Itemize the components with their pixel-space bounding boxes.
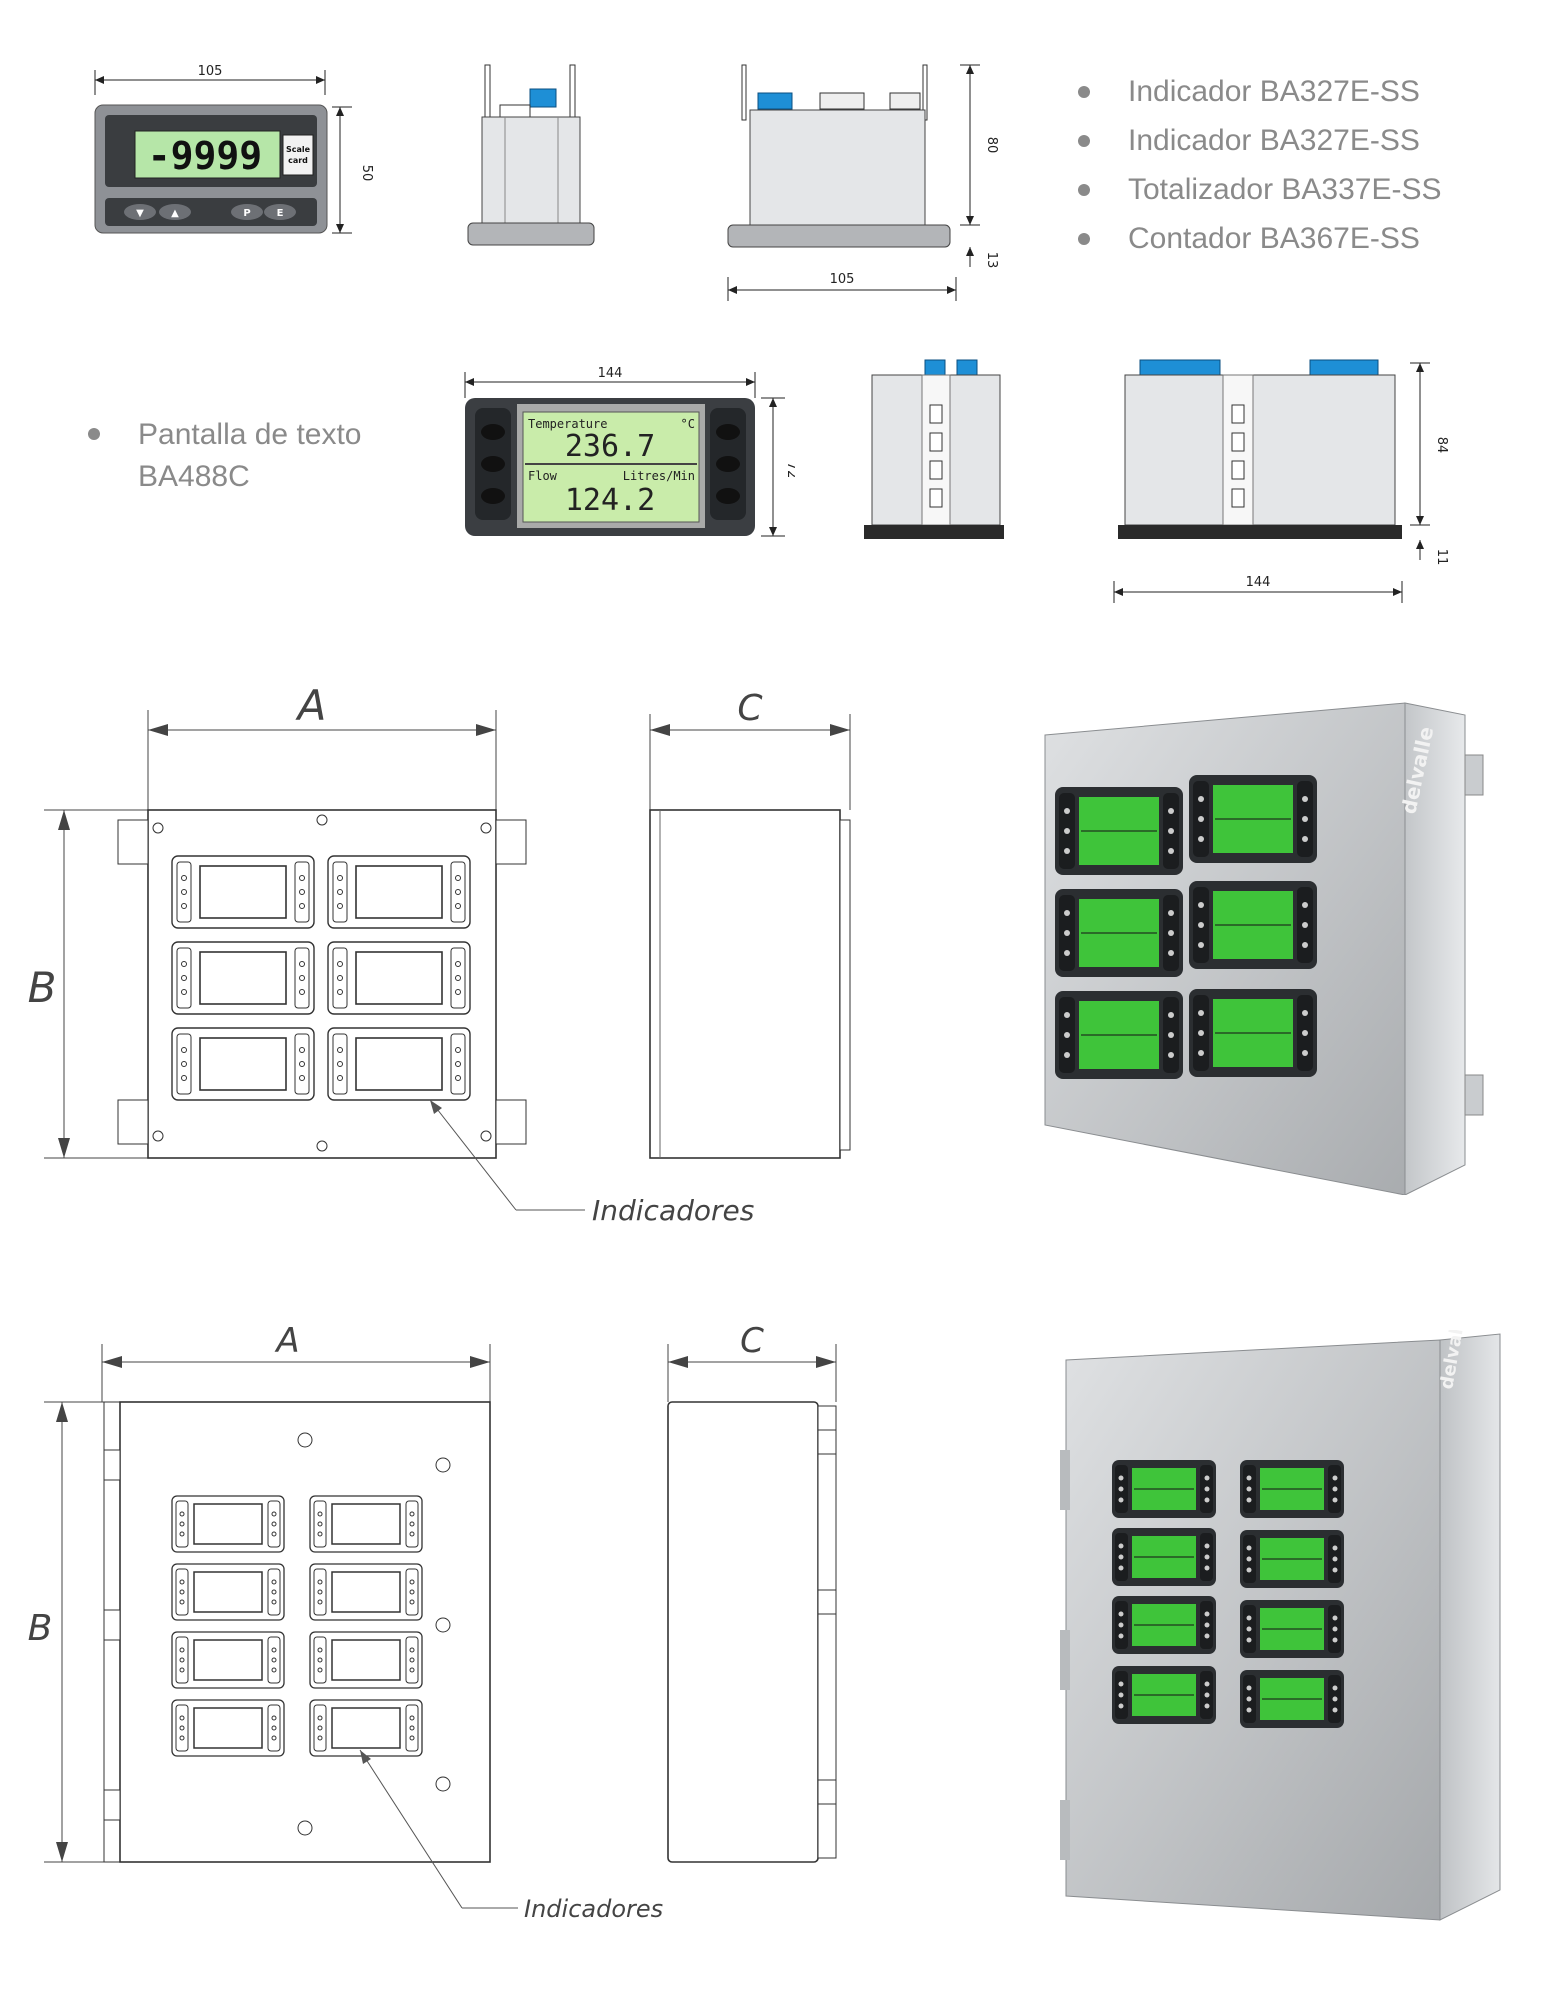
lcd-line1-value: 236.7	[565, 429, 655, 464]
product-label-line1: Pantalla de texto	[138, 418, 362, 451]
ba488c-top-view: 84 11 144	[1113, 359, 1449, 603]
key-down[interactable]	[124, 204, 156, 220]
dim-c: C	[740, 1321, 764, 1361]
key-up-label: ▲	[171, 208, 179, 219]
product-item: Totalizador BA337E-SS	[1072, 170, 1442, 219]
dim-height-80: 80	[984, 137, 999, 154]
lcd-line2-value: 124.2	[565, 483, 655, 518]
enclosure-6-drawings: A B Indicadores C	[28, 681, 851, 1227]
key-e-label: E	[277, 208, 284, 219]
dim-height-84: 84	[1434, 437, 1449, 454]
dim-b: B	[28, 1608, 53, 1649]
dim-a: A	[295, 681, 327, 730]
enclosure-8-render: delvalle	[1060, 1330, 1501, 1921]
dim-c: C	[737, 688, 763, 729]
lcd-line1-label: Temperature	[528, 417, 607, 431]
product-item: Indicador BA327E-SS	[1072, 121, 1442, 170]
lcd-line1-unit: °C	[681, 417, 695, 431]
product-item: Contador BA367E-SS	[1072, 219, 1442, 268]
dim-b: B	[28, 963, 57, 1012]
scale-card-label: card	[288, 156, 308, 165]
dim-bezel-11: 11	[1434, 549, 1449, 566]
product-list-compact: Indicador BA327E-SS Indicador BA327E-SS …	[1072, 72, 1442, 268]
enclosure-6-render: delvalle	[1044, 702, 1484, 1195]
callout-indicadores: Indicadores	[592, 1194, 754, 1227]
dim-height-50: 50	[359, 165, 374, 182]
ba327e-front-view: 105 -9999 Scale card ▼ ▲ P E 50	[94, 64, 374, 234]
enclosure-side	[649, 809, 841, 1159]
scale-card-label: Scale	[286, 145, 311, 154]
enclosure-8-drawings: A B Indicadores C	[28, 1321, 837, 1923]
dim-width-144: 144	[1246, 575, 1271, 590]
product-list-text-display: Pantalla de texto BA488C	[82, 414, 362, 498]
callout-indicadores: Indicadores	[524, 1895, 663, 1923]
ba327e-side-view	[467, 64, 595, 246]
lcd-line2-label: Flow	[528, 469, 558, 483]
dim-width-105: 105	[830, 272, 855, 287]
key-down-label: ▼	[136, 208, 144, 219]
lcd-line2-unit: Litres/Min	[623, 469, 695, 483]
dim-bezel-13: 13	[984, 252, 999, 269]
key-p[interactable]	[231, 204, 263, 220]
ba488c-side-view	[864, 359, 1004, 539]
key-p-label: P	[243, 208, 250, 219]
dim-width-144: 144	[598, 366, 623, 381]
lcd-value: -9999	[148, 134, 262, 178]
dim-a: A	[274, 1321, 299, 1361]
key-up[interactable]	[159, 204, 191, 220]
ba488c-front-view: 144 Temperature °C 236.7 Flow Litres/Min…	[464, 366, 795, 537]
key-e[interactable]	[264, 204, 296, 220]
product-item: Indicador BA327E-SS	[1072, 72, 1442, 121]
dim-height-72: 72	[784, 462, 795, 479]
product-label-line2: BA488C	[138, 460, 250, 493]
ba327e-top-view: 80 13 105	[727, 64, 999, 301]
product-item-text-display: Pantalla de texto BA488C	[82, 414, 362, 498]
enclosure-side	[667, 1401, 819, 1863]
dim-width-105: 105	[198, 64, 223, 79]
